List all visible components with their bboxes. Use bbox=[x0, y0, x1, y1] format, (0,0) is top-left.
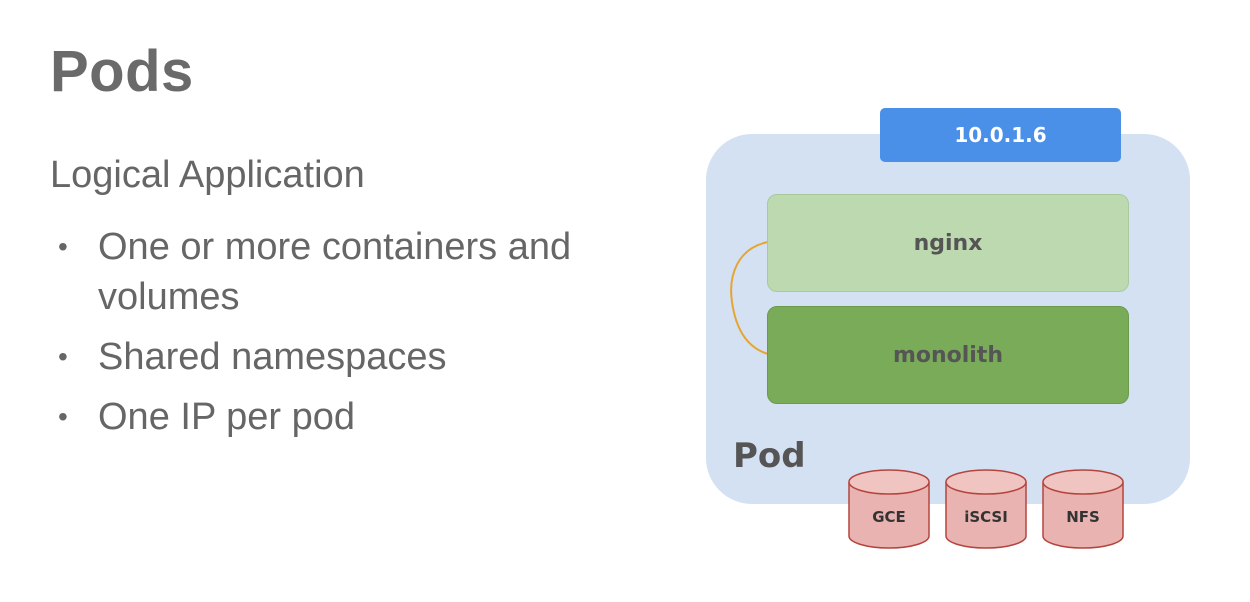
iscsi-volume-cylinder-icon bbox=[945, 469, 1027, 549]
bullet-item: • One or more containers and volumes bbox=[50, 222, 610, 322]
nginx-container: nginx bbox=[767, 194, 1129, 292]
ip-address-box: 10.0.1.6 bbox=[880, 108, 1121, 162]
bullet-text: Shared namespaces bbox=[98, 336, 447, 378]
bullet-item: • One IP per pod bbox=[50, 392, 610, 442]
gce-volume-label: GCE bbox=[872, 508, 906, 526]
bullet-list: • One or more containers and volumes • S… bbox=[50, 222, 610, 452]
pod-label: Pod bbox=[733, 436, 806, 476]
nfs-volume-cylinder-icon bbox=[1042, 469, 1124, 549]
iscsi-volume-label: iSCSI bbox=[964, 508, 1008, 526]
slide-title: Pods bbox=[50, 39, 194, 104]
nfs-volume-label: NFS bbox=[1066, 508, 1100, 526]
bullet-item: • Shared namespaces bbox=[50, 332, 610, 382]
monolith-container: monolith bbox=[767, 306, 1129, 404]
bullet-text: One IP per pod bbox=[98, 396, 356, 438]
monolith-label: monolith bbox=[892, 342, 1004, 368]
bullet-dot-icon: • bbox=[58, 231, 68, 262]
bullet-dot-icon: • bbox=[58, 341, 68, 372]
bullet-dot-icon: • bbox=[58, 401, 68, 432]
container-link-line bbox=[730, 241, 769, 355]
pod-container-box bbox=[706, 134, 1190, 504]
bullet-text: One or more containers and volumes bbox=[98, 226, 572, 318]
nginx-label: nginx bbox=[913, 230, 983, 256]
gce-volume-cylinder-icon bbox=[848, 469, 930, 549]
ip-address-text: 10.0.1.6 bbox=[954, 123, 1047, 147]
slide-subtitle: Logical Application bbox=[50, 154, 365, 196]
